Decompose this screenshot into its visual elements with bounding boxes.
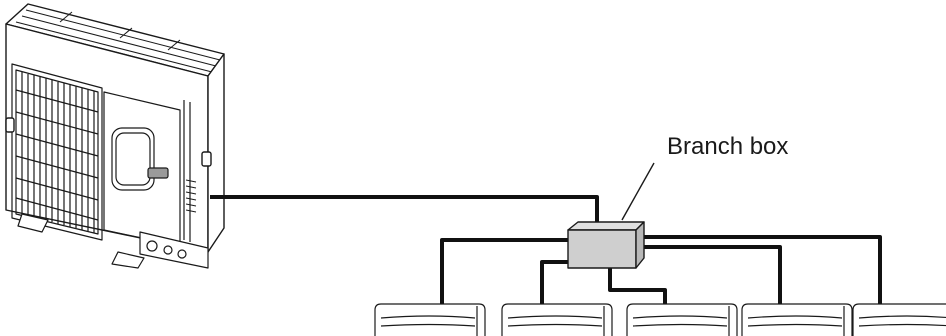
fan-grille [11,63,103,241]
indoor-unit-4-louver-lower [747,323,843,327]
indoor-unit-3-body [626,303,738,336]
left-handle [5,117,15,133]
indoor-unit-2 [501,303,613,336]
indoor-unit-3-louver-lower [632,323,728,327]
branch-box-side [635,221,645,269]
branch-box [567,221,645,269]
indoor-unit-4-body [741,303,853,336]
indoor-unit-2-louver-lower [507,323,603,327]
branch-box-top [567,221,645,231]
indoor-unit-3-louver [632,315,728,319]
indoor-unit-1-louver [380,315,476,319]
indoor-unit-1-louver-lower [380,323,476,327]
outdoor-unit-top-ribs [15,9,221,73]
outdoor-unit [5,3,225,269]
indoor-units [374,303,946,336]
indoor-unit-1 [374,303,486,336]
branch-box-label: Branch box [667,133,789,160]
branch-box-callout-line [621,162,655,221]
outdoor-unit-side [207,53,225,253]
indoor-unit-5-louver [858,315,946,319]
main-pipe [210,195,599,230]
branch-pipe-5 [636,235,882,308]
indoor-unit-2-body [501,303,613,336]
indoor-unit-2-louver [507,315,603,319]
branch-pipe-1 [440,238,570,308]
piping-cover [139,231,209,269]
refrigerant-piping [210,195,882,308]
indoor-unit-1-body [374,303,486,336]
indoor-unit-4-louver [747,315,843,319]
indoor-unit-5 [852,303,946,336]
indoor-unit-5-louver-lower [858,323,946,327]
indoor-unit-3 [626,303,738,336]
right-handle [201,151,212,167]
branch-pipe-3 [608,266,667,308]
outdoor-unit-feet [17,213,145,269]
indoor-unit-5-body [852,303,946,336]
indoor-unit-4 [741,303,853,336]
branch-pipe-2 [540,260,570,308]
branch-pipe-4 [636,245,782,308]
branch-box-front [567,229,637,269]
